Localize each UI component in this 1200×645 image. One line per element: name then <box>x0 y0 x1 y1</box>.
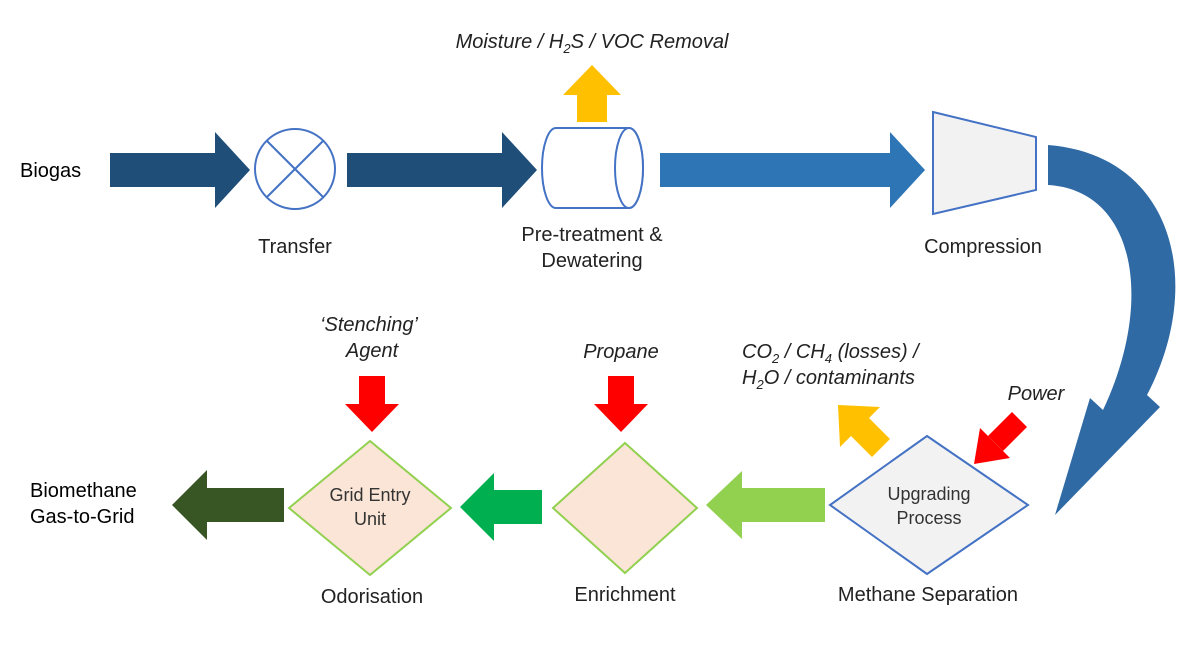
stenching-agent-label-line1: ‘Stenching’ <box>320 314 418 336</box>
biomethane-label-line1: Biomethane <box>30 480 137 502</box>
methane-separation-label: Methane Separation <box>838 584 1018 606</box>
compression-label: Compression <box>924 236 1042 258</box>
byproducts-label-line2: H2O / contaminants <box>742 367 915 392</box>
biogas-label: Biogas <box>20 160 81 182</box>
upgrading-label-line2: Process <box>896 508 961 528</box>
propane-label: Propane <box>583 341 659 363</box>
biomethane-label-line2: Gas-to-Grid <box>30 506 134 528</box>
removal-label: Moisture / H2S / VOC Removal <box>456 31 729 56</box>
biogas-inlet-arrow <box>110 132 250 208</box>
pretreatment-to-compression-arrow <box>660 132 925 208</box>
pretreatment-vessel-icon <box>541 127 644 209</box>
enrichment-label: Enrichment <box>574 584 676 606</box>
biomethane-output-arrow <box>172 470 284 540</box>
grid-entry-label-line2: Unit <box>354 509 386 529</box>
byproducts-label-line1: CO2 / CH4 (losses) / <box>742 341 921 366</box>
stenching-agent-label-line2: Agent <box>345 340 400 362</box>
propane-input-arrow <box>594 376 648 432</box>
transfer-to-pretreatment-arrow <box>347 132 537 208</box>
removal-output-arrow <box>563 65 621 122</box>
pretreatment-label-line1: Pre-treatment & <box>521 224 663 246</box>
upgrading-process-diamond: Upgrading Process <box>828 434 1030 576</box>
pretreatment-label-line2: Dewatering <box>541 250 642 272</box>
enrichment-to-odorisation-arrow <box>460 473 542 541</box>
transfer-valve-icon <box>254 128 336 210</box>
transfer-label: Transfer <box>258 236 332 258</box>
grid-entry-unit-diamond: Grid Entry Unit <box>287 439 453 577</box>
stenching-agent-input-arrow <box>345 376 399 432</box>
power-input-arrow-body <box>988 412 1027 451</box>
byproducts-output-arrow <box>838 405 890 457</box>
compression-to-upgrading-curved-arrow <box>1048 145 1176 515</box>
upgrading-to-enrichment-arrow <box>706 471 825 539</box>
power-label: Power <box>1008 383 1066 405</box>
grid-entry-label-line1: Grid Entry <box>329 485 410 505</box>
power-input-arrow-head <box>974 428 1010 464</box>
upgrading-label-line1: Upgrading <box>887 484 970 504</box>
odorisation-label: Odorisation <box>321 586 423 608</box>
compressor-icon <box>932 110 1037 216</box>
enrichment-diamond <box>551 441 699 575</box>
